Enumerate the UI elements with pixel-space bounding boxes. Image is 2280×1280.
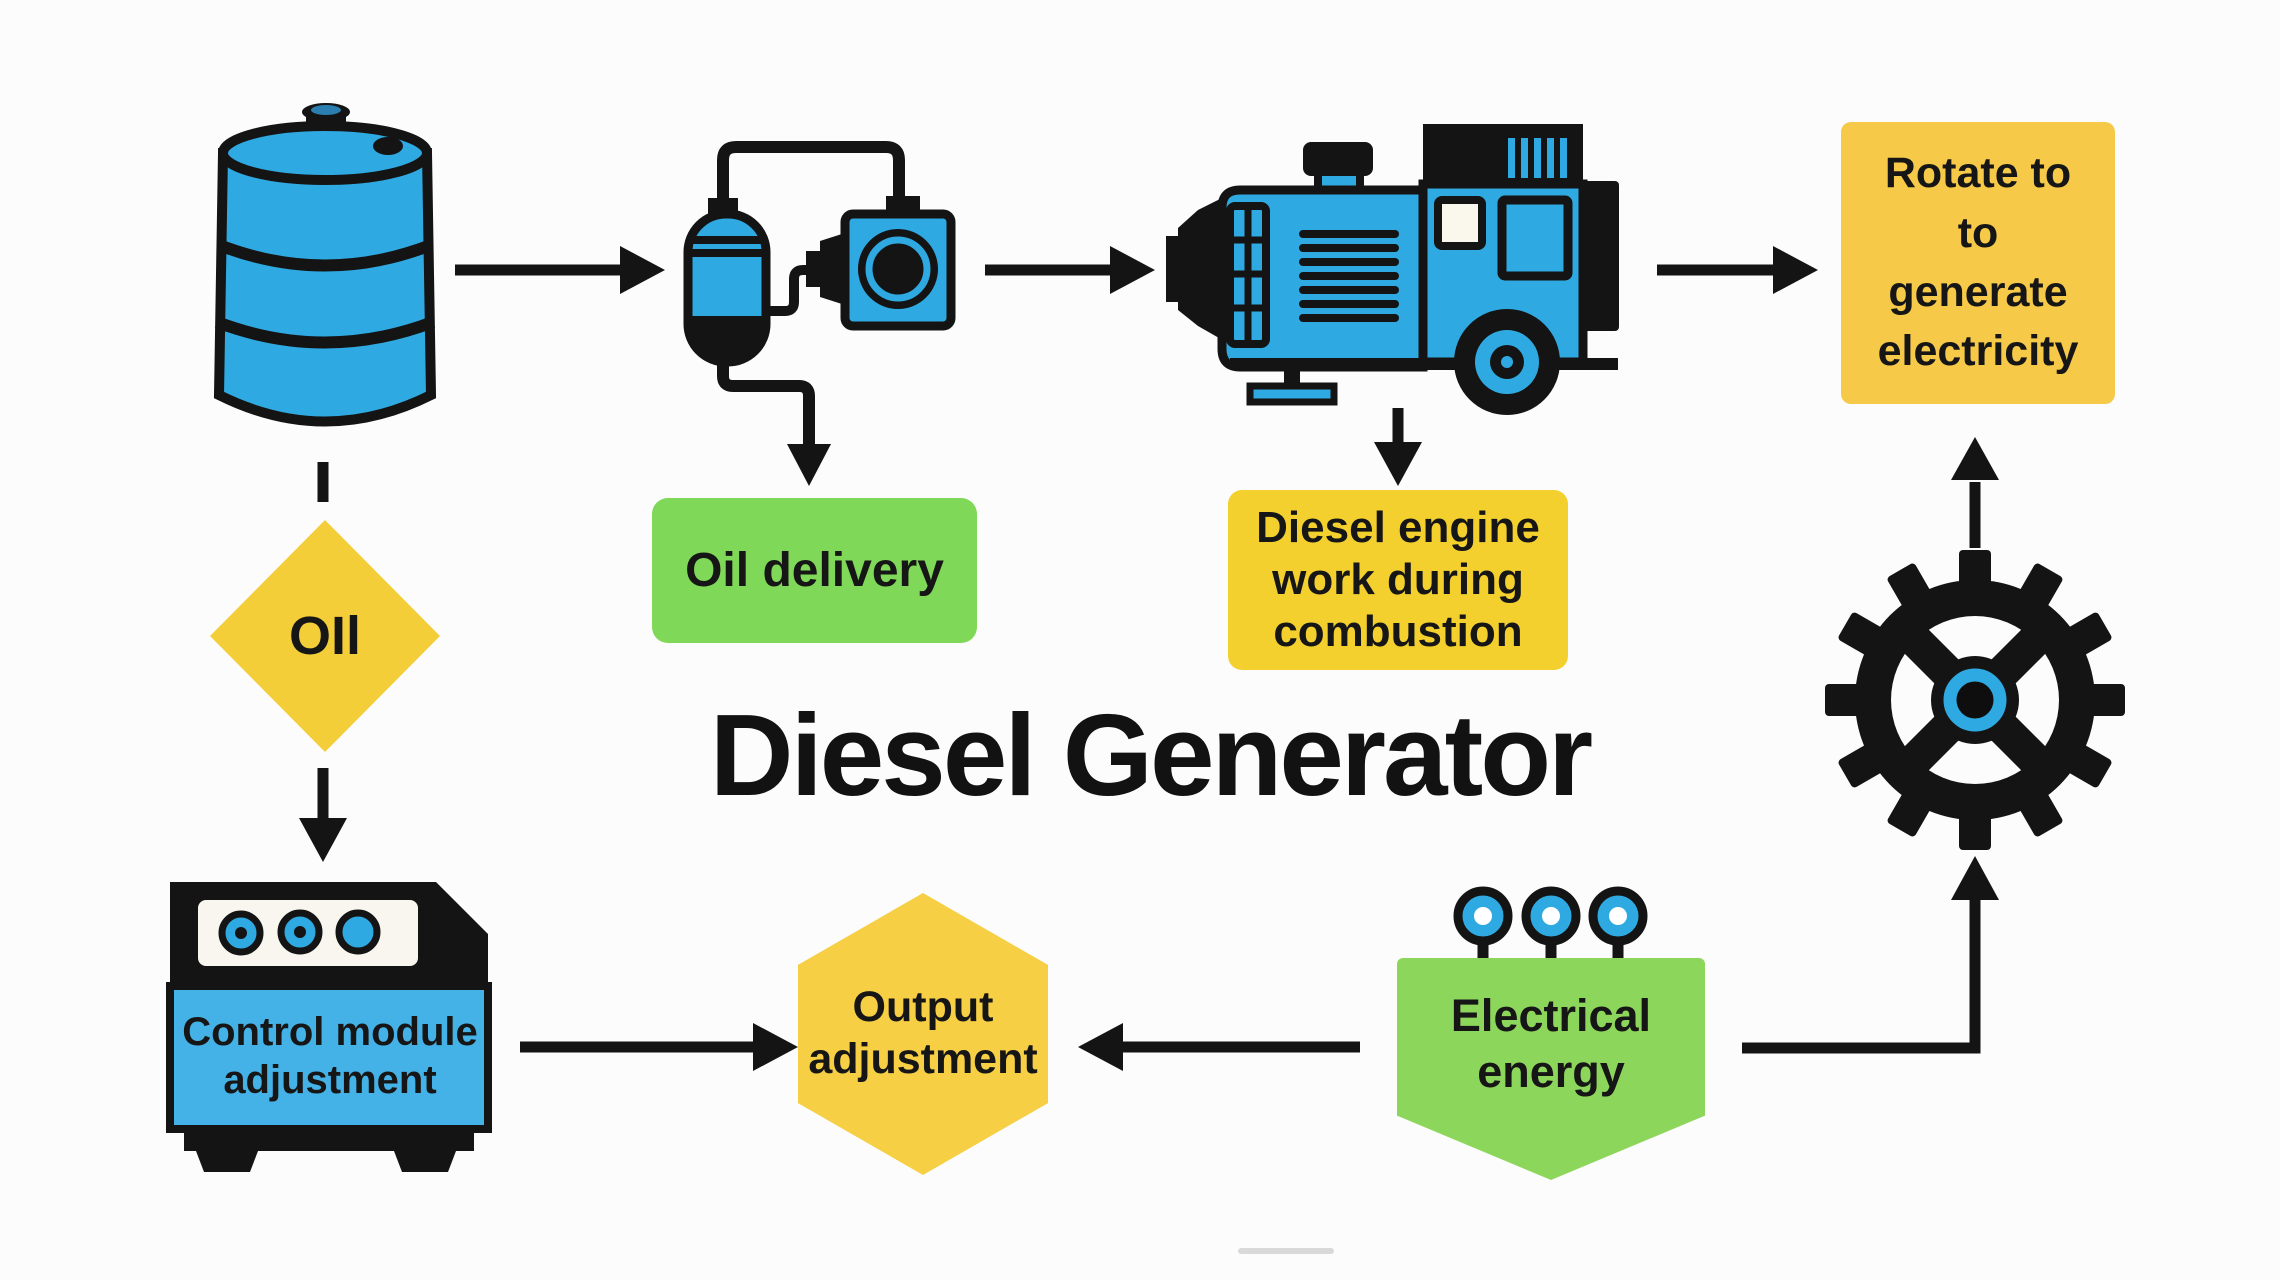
node-diesel-engine: Diesel engine work during combustion xyxy=(1228,490,1568,670)
node-rotate: Rotate to to generate electricity xyxy=(1841,122,2115,404)
gear-icon xyxy=(1825,550,2125,850)
node-control-module-label: Control module adjustment xyxy=(182,1010,478,1102)
oil-barrel-icon xyxy=(213,103,437,427)
arrow-energy-to-gear xyxy=(1742,856,1999,1054)
arrow-energy-to-output xyxy=(1078,1023,1360,1071)
arrow-generator-to-rotate xyxy=(1657,246,1818,294)
control-module-icon xyxy=(166,882,492,1172)
node-control-module-label-area: Control module adjustment xyxy=(175,990,485,1122)
arrow-filter-to-generator xyxy=(985,246,1155,294)
node-rotate-label: Rotate to to generate electricity xyxy=(1877,149,2079,376)
node-oil-delivery: Oil delivery xyxy=(652,498,977,643)
arrow-oil-diamond-to-control-module xyxy=(299,768,347,862)
node-diesel-engine-label: Diesel engine work during combustion xyxy=(1256,503,1540,656)
oil-filter-pump-icon xyxy=(683,141,956,486)
node-output-adjustment-label: Output adjustment xyxy=(808,983,1038,1083)
node-oil-delivery-label: Oil delivery xyxy=(685,544,944,597)
diesel-generator-icon xyxy=(1166,124,1619,415)
arrow-control-module-to-output xyxy=(520,1023,798,1071)
arrow-barrel-to-filter xyxy=(455,246,665,294)
watermark-line xyxy=(1238,1248,1334,1254)
diagram-title: Diesel Generator xyxy=(709,690,1593,820)
arrow-generator-to-diesel-engine-box xyxy=(1374,408,1422,486)
node-electrical-energy-label: Electrical energy xyxy=(1450,989,1652,1097)
node-oil-label: OIl xyxy=(288,606,361,666)
arrow-gear-to-rotate xyxy=(1951,437,1999,548)
